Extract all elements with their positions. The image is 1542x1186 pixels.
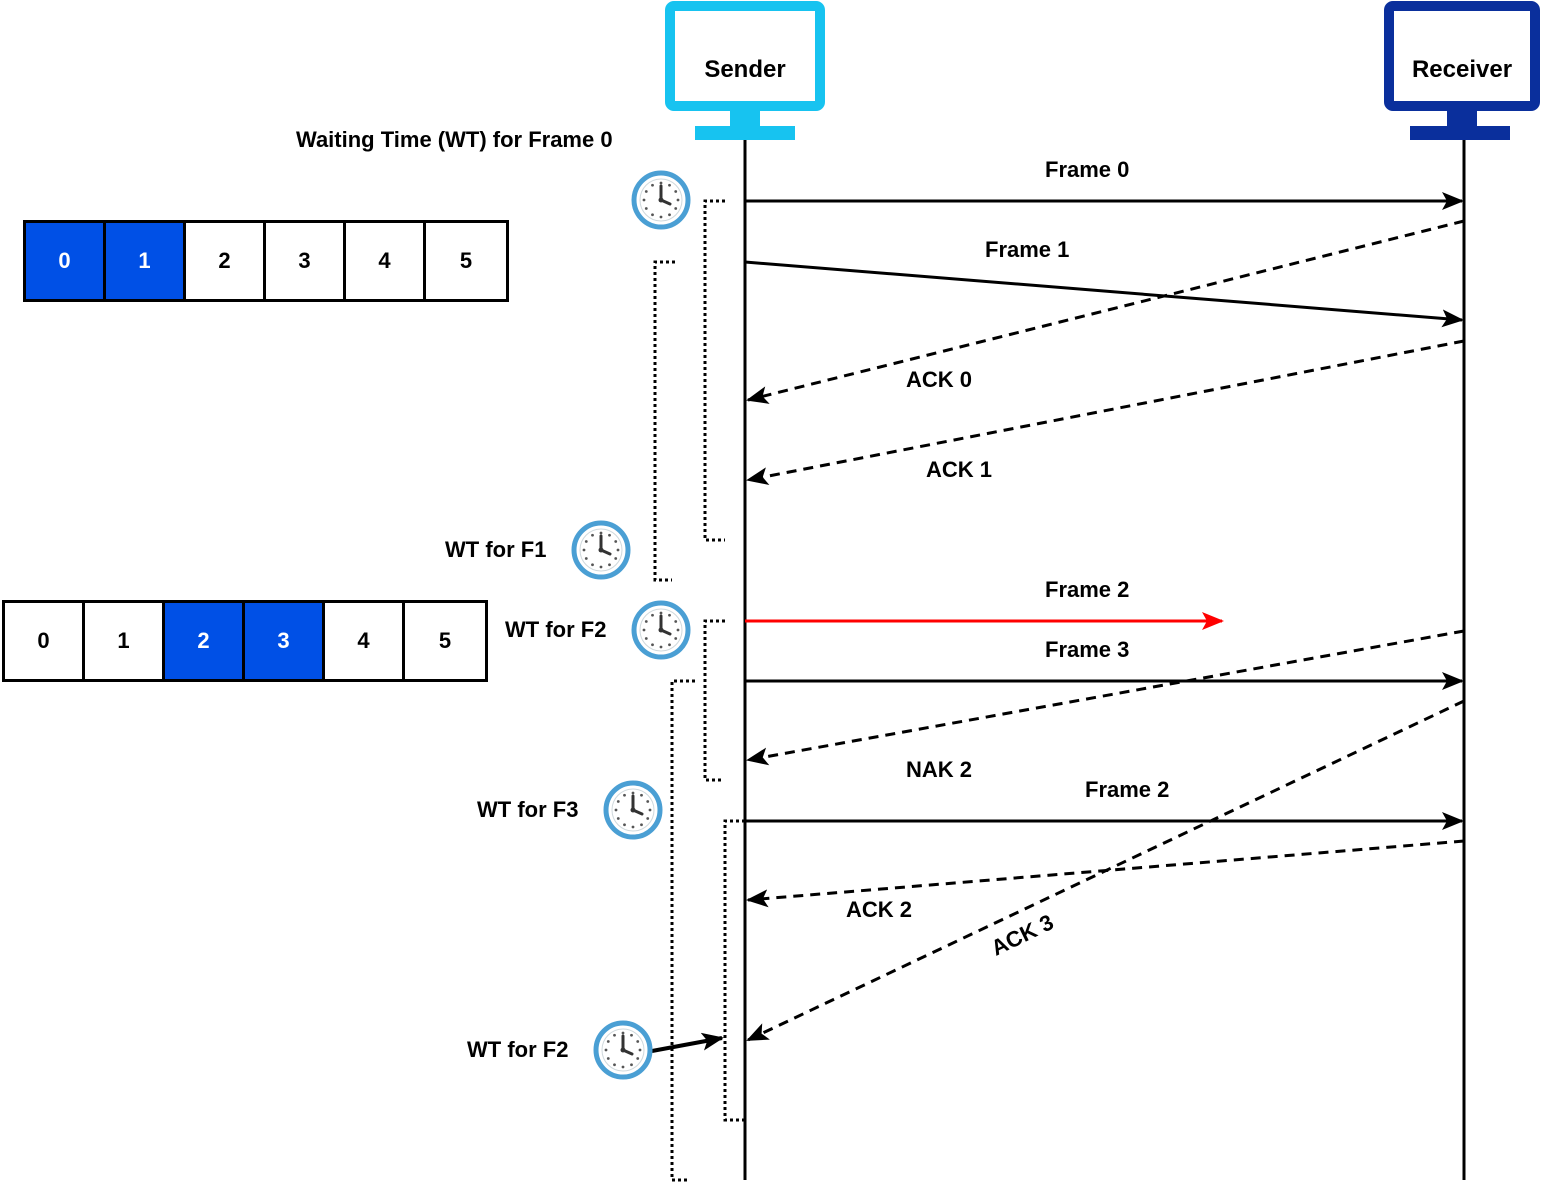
window-cell-4: 4 [325,603,405,679]
receiver-monitor-icon [1384,1,1540,140]
window-cell-0: 0 [26,223,106,299]
frame-1-label: Frame 1 [985,237,1070,262]
ack-0-arrow [746,219,1465,404]
wt-f2-label: WT for F2 [505,617,607,642]
window-cell-0: 0 [5,603,85,679]
receiver-label: Receiver [1411,56,1513,83]
sender-label: Sender [704,56,786,83]
timer-bracket-f0 [703,199,725,542]
wt-f2-retry-label: WT for F2 [467,1037,569,1062]
nak-2-label: NAK 2 [906,757,973,782]
frame-3-label: Frame 3 [1045,637,1130,662]
timer-bracket-f2 [703,619,725,782]
frame-0-label: Frame 0 [1045,157,1130,182]
clock-icon-f0 [631,170,691,230]
window-cell-2: 2 [186,223,266,299]
wt-f3-label: WT for F3 [477,797,579,822]
ack-1-label: ACK 1 [926,457,993,482]
timer-bracket-f1 [653,260,675,582]
clock-icon-f1 [571,520,631,580]
ack-2-arrow [746,839,1465,908]
window-cell-3: 3 [245,603,325,679]
ack-2-label: ACK 2 [846,897,913,922]
window-cell-1: 1 [85,603,165,679]
waiting-time-title: Waiting Time (WT) for Frame 0 [296,127,613,152]
clock-icon-f3 [603,780,663,840]
window-cell-5: 5 [426,223,506,299]
clock-icon-f2 [631,600,691,660]
nak-2-arrow [746,629,1465,766]
frame-2-resend-label: Frame 2 [1085,777,1170,802]
wt-f1-label: WT for F1 [445,537,547,562]
sender-monitor-icon [665,1,825,140]
frame-2-lost-label: Frame 2 [1045,577,1130,602]
ack-1-arrow [746,339,1465,486]
wt-f2-retry-pointer-arrow [651,1032,724,1053]
window-cell-3: 3 [266,223,346,299]
window-cell-1: 1 [106,223,186,299]
frame-1-arrow [744,260,1464,328]
ack-0-label: ACK 0 [906,367,973,392]
window-cell-4: 4 [346,223,426,299]
timer-bracket-f2-retry [723,819,745,1122]
clock-icon-f2-retry [593,1020,653,1080]
window-cell-2: 2 [165,603,245,679]
timer-bracket-f3 [670,679,695,1182]
window-cell-5: 5 [405,603,485,679]
